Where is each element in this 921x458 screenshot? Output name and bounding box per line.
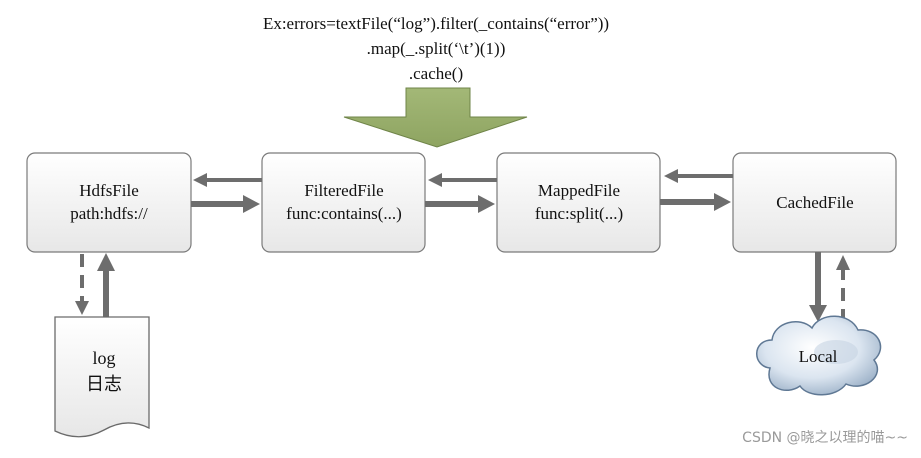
node-hdfs-path: path:hdfs:// (70, 204, 148, 223)
node-cached-title: CachedFile (776, 193, 853, 212)
local-cloud-label: Local (799, 347, 838, 366)
code-line-2: .map(_.split(‘\t’)(1)) (367, 39, 506, 58)
node-mapped-func: func:split(...) (535, 204, 623, 223)
log-document: log 日志 (54, 316, 150, 438)
node-mapped-file: MappedFile func:split(...) (496, 152, 661, 253)
arrow-filtered-to-mapped (425, 195, 495, 213)
arrow-mapped-to-cached (660, 193, 731, 211)
local-cloud-icon: Local (756, 315, 882, 396)
arrow-hdfs-to-log-dashed (75, 254, 89, 315)
node-filtered-title: FilteredFile (304, 181, 383, 200)
node-mapped-title: MappedFile (538, 181, 620, 200)
node-filtered-func: func:contains(...) (286, 204, 402, 223)
node-hdfs-title: HdfsFile (79, 181, 139, 200)
arrow-hdfs-to-filtered (191, 195, 260, 213)
arrow-local-to-cached-dashed (836, 255, 850, 322)
arrow-cached-to-mapped (664, 169, 733, 183)
arrow-cached-to-local (809, 252, 827, 322)
watermark: CSDN @晓之以理的喵~~ (742, 430, 908, 446)
code-line-1: Ex:errors=textFile(“log”).filter(_contai… (263, 14, 609, 33)
big-down-arrow (343, 87, 528, 148)
node-cached-file: CachedFile (732, 152, 897, 253)
node-filtered-file: FilteredFile func:contains(...) (261, 152, 426, 253)
arrow-filtered-to-hdfs (193, 173, 262, 187)
node-hdfs-file: HdfsFile path:hdfs:// (26, 152, 192, 253)
arrow-log-to-hdfs (97, 253, 115, 318)
csdn-watermark: CSDN @晓之以理的喵~~ (742, 430, 908, 446)
log-doc-sublabel: 日志 (86, 374, 122, 394)
log-doc-label: log (92, 348, 115, 368)
code-block: Ex:errors=textFile(“log”).filter(_contai… (263, 14, 609, 83)
code-line-3: .cache() (409, 64, 463, 83)
arrow-mapped-to-filtered (428, 173, 497, 187)
connectors (75, 169, 850, 322)
